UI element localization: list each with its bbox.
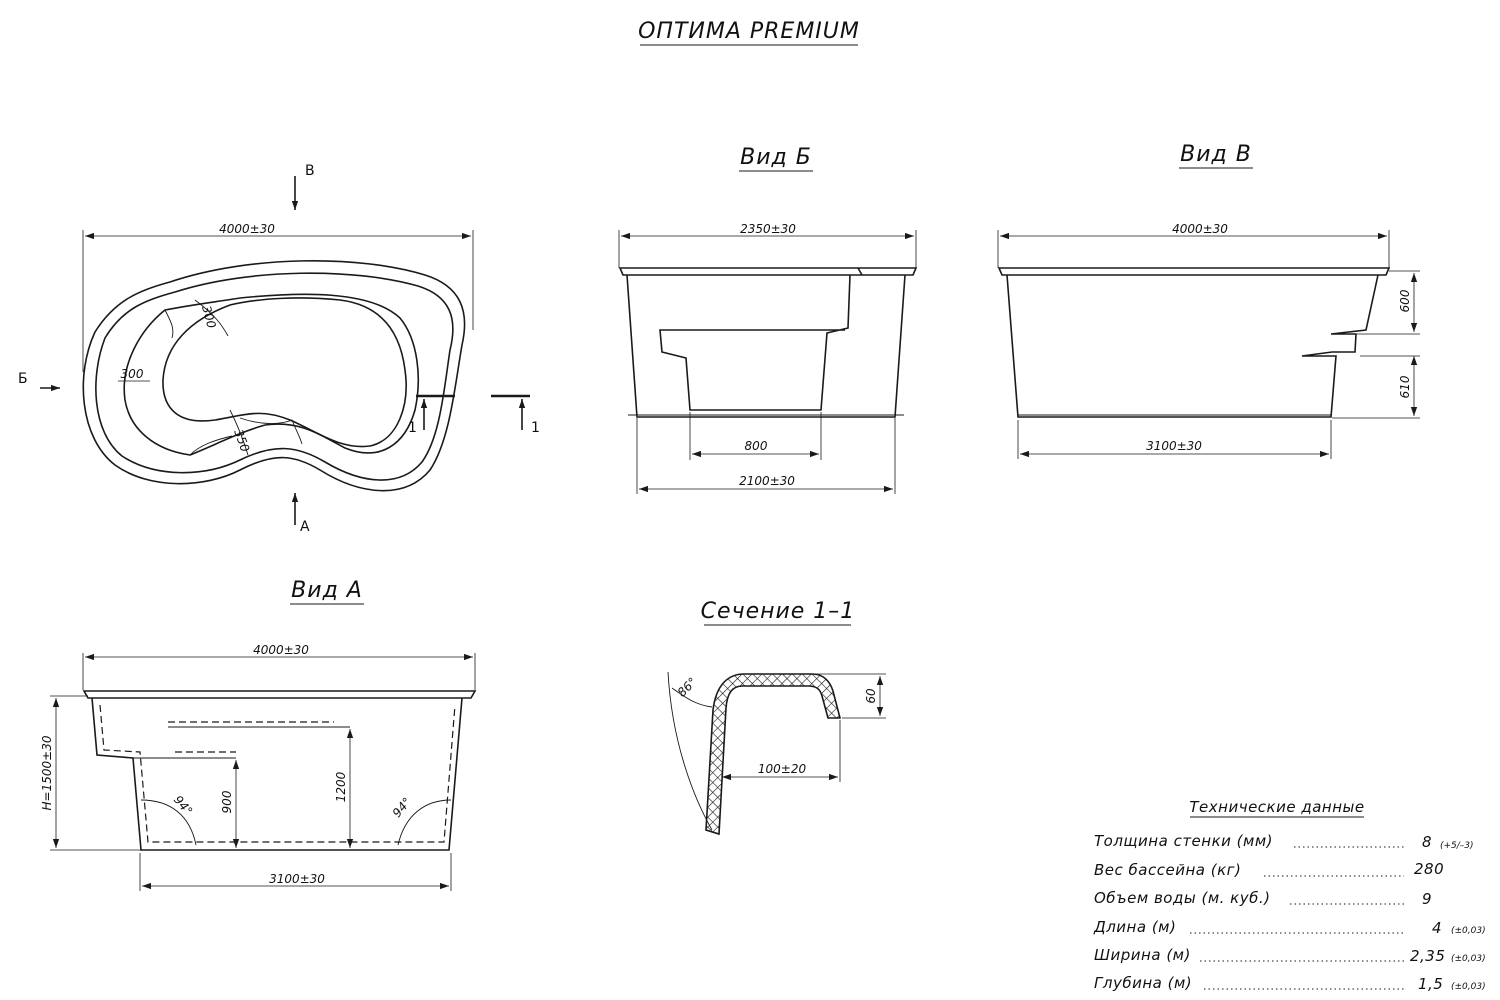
view-a-bottom-label: 3100±30 (269, 872, 325, 886)
section-wall-hatched (705, 673, 842, 836)
view-b-drawing (618, 267, 918, 418)
plan-rim-inner (95, 272, 454, 481)
view-a-inner-dashed (99, 704, 456, 843)
tech-data-heading: Технические данные (1189, 798, 1364, 816)
spec-row-value: 2,35 (1410, 947, 1445, 965)
spec-row-label: Глубина (м) (1094, 974, 1192, 992)
section-1-label-right: 1 (531, 420, 540, 436)
view-a-title: Вид А (291, 578, 363, 603)
spec-row-value: 9 (1422, 890, 1432, 908)
section-width-label: 100±20 (758, 762, 807, 776)
spec-row-label: Ширина (м) (1094, 946, 1191, 964)
marker-v-label: В (305, 163, 315, 179)
spec-row-tolerance: (±0,03) (1451, 954, 1486, 964)
view-a-drawing (82, 690, 477, 851)
view-a-rim (82, 690, 477, 699)
section-height-label: 60 (864, 688, 878, 704)
plan-step-cut-a (189, 409, 249, 456)
section-soil-line (667, 671, 713, 831)
drawing-title: ОПТИМА PREMIUM (638, 19, 860, 44)
section-1-label-left: 1 (408, 420, 417, 436)
view-v-wall (1006, 274, 1379, 418)
section-angle-label: 86° (675, 675, 700, 700)
view-a-angle-arc-left (140, 799, 197, 846)
plan-step3-label: 350 (231, 427, 252, 454)
spec-row-label: Толщина стенки (мм) (1094, 832, 1273, 850)
spec-row-value: 1,5 (1418, 975, 1443, 993)
view-b-rim-joint (857, 267, 863, 276)
view-a-length-label: 4000±30 (253, 643, 309, 657)
spec-row-value: 8 (1422, 833, 1432, 851)
view-v-610-label: 610 (1398, 375, 1412, 398)
section-drawing (667, 671, 842, 836)
spec-row-value: 280 (1414, 860, 1444, 878)
tech-data-table: Технические данные Толщина стенки (мм) 8… (1093, 798, 1486, 993)
view-b-rim (618, 267, 918, 276)
plan-step-cut-c (239, 417, 303, 445)
view-b-inner-step (659, 274, 851, 411)
view-a-1200-label: 1200 (334, 771, 348, 802)
plan-outer-rim (82, 259, 466, 492)
view-b-width-label: 2350±30 (740, 222, 796, 236)
plan-step1-label: 300 (121, 367, 144, 381)
spec-row-tolerance: (+5/–3) (1440, 841, 1474, 851)
spec-row-label: Объем воды (м. куб.) (1094, 889, 1270, 907)
view-a-angle-left-label: 94° (171, 793, 195, 818)
plan-length-label: 4000±30 (219, 222, 275, 236)
view-a-900-label: 900 (220, 790, 234, 813)
view-b-step-label: 800 (745, 439, 768, 453)
view-v-bottom-label: 3100±30 (1146, 439, 1202, 453)
view-v-rim (997, 267, 1391, 276)
view-a-angle-right-label: 94° (390, 795, 414, 820)
spec-row-value: 4 (1432, 919, 1442, 937)
view-a-height-label: H=1500±30 (40, 735, 54, 810)
plan-view (82, 259, 466, 492)
section-title: Сечение 1–1 (701, 599, 856, 624)
marker-a-label: А (300, 519, 310, 535)
plan-step2-label: 300 (199, 304, 219, 330)
view-b-bottom-label: 2100±30 (739, 474, 795, 488)
view-b-title: Вид Б (740, 145, 812, 170)
plan-step-cut-b (164, 299, 229, 339)
view-a-angle-arc-right (397, 799, 452, 846)
plan-step-outline (123, 293, 420, 456)
marker-b-label: Б (18, 371, 28, 387)
view-v-600-label: 600 (1398, 289, 1412, 312)
spec-row-tolerance: (±0,03) (1451, 926, 1486, 936)
spec-row-label: Длина (м) (1093, 918, 1176, 936)
view-v-drawing (997, 267, 1391, 418)
spec-row-label: Вес бассейна (кг) (1094, 861, 1241, 879)
view-v-length-label: 4000±30 (1172, 222, 1228, 236)
view-b-outer-wall (626, 274, 906, 418)
view-a-wall (91, 697, 463, 851)
plan-bowl-inner (162, 297, 407, 448)
spec-row-tolerance: (±0,03) (1451, 982, 1486, 992)
view-v-title: Вид В (1180, 142, 1252, 167)
section-angle-arc (671, 687, 713, 708)
